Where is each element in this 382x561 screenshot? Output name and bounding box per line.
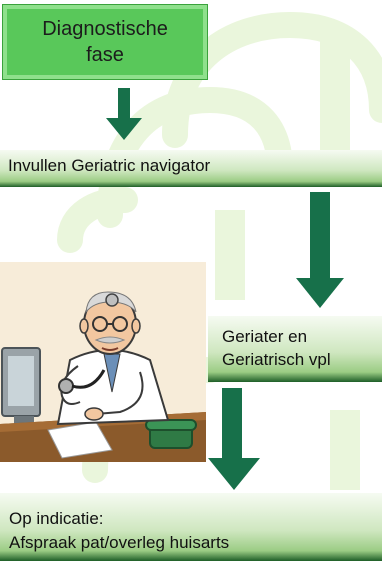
step-geriater-en-geriatrisch-vpl: Geriater en Geriatrisch vpl bbox=[208, 316, 382, 382]
arrow-down-3 bbox=[208, 388, 260, 490]
desk-phone bbox=[145, 419, 197, 449]
step-indicatie-line2: Afspraak pat/overleg huisarts bbox=[9, 533, 230, 552]
arrow-down-1 bbox=[106, 88, 142, 140]
step-diagnostische-fase-line1: Diagnostische bbox=[42, 18, 168, 40]
step-invullen-geriatric-navigator: Invullen Geriatric navigator bbox=[0, 150, 382, 187]
computer-monitor bbox=[1, 347, 41, 426]
step-geriater-line1: Geriater en bbox=[222, 327, 308, 346]
step-op-indicatie: Op indicatie: Afspraak pat/overleg huisa… bbox=[0, 493, 382, 561]
step-geriater-line2: Geriatrisch vpl bbox=[222, 350, 331, 369]
doctor-illustration bbox=[0, 262, 206, 462]
step-indicatie-line1: Op indicatie: bbox=[9, 509, 104, 528]
step-diagnostische-fase: Diagnostische fase bbox=[2, 4, 208, 80]
arrow-down-2 bbox=[296, 192, 344, 308]
step-diagnostische-fase-line2: fase bbox=[86, 44, 124, 66]
step-invullen-label: Invullen Geriatric navigator bbox=[8, 156, 211, 175]
